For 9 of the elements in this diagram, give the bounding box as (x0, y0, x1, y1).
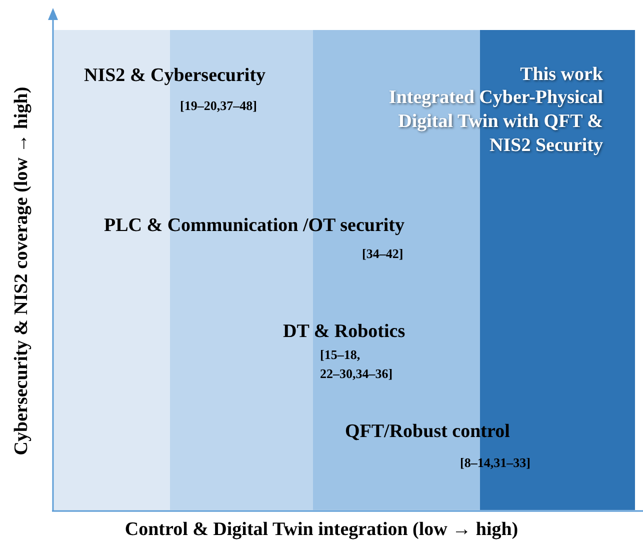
category-label: NIS2 & Cybersecurity (84, 64, 266, 88)
reference-list: [19–20,37–48] (180, 96, 257, 116)
y-axis-label: Cybersecurity & NIS2 coverage (low → high) (10, 86, 33, 458)
highlight-title: This work (520, 63, 603, 87)
category-label: DT & Robotics (283, 320, 406, 344)
reference-list: [15–18, 22–30,34–36] (320, 345, 416, 383)
reference-list: [34–42] (362, 244, 404, 264)
x-axis-label: Control & Digital Twin integration (low → high) (124, 518, 520, 540)
category-label: PLC & Communication /OT security (104, 214, 404, 238)
